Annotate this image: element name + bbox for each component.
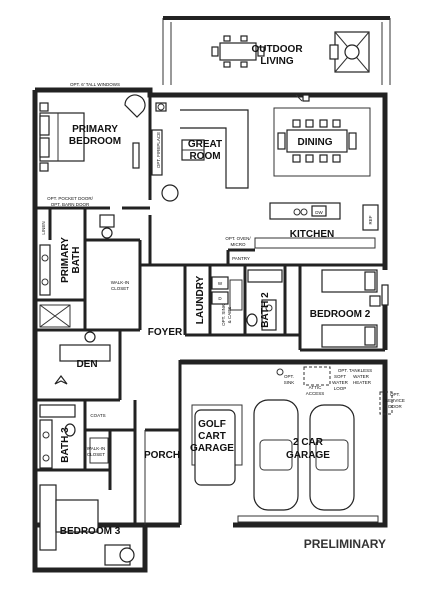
porch-label: PORCH xyxy=(144,450,180,461)
tall-windows-note: OPT. 6' TALL WINDOWS xyxy=(70,82,120,87)
bedroom-3-label: BEDROOM 3 xyxy=(60,526,121,537)
bedroom-3-bed-icon xyxy=(39,484,135,566)
bathroom-fixtures xyxy=(39,214,283,469)
patio-table-icon xyxy=(219,42,257,61)
attic-access-2: ACCESS xyxy=(306,391,325,396)
coats-note: COATS xyxy=(90,413,105,418)
pantry-note: PANTRY xyxy=(232,256,250,261)
garage-contents xyxy=(191,366,393,523)
opt-sink-note-1: OPT. xyxy=(284,374,294,379)
dryer-note: D xyxy=(218,296,222,301)
washer-note: W xyxy=(218,281,223,286)
laundry-appliances xyxy=(211,276,243,311)
golf-cart-garage-label-3: GARAGE xyxy=(190,443,234,454)
interior-walls xyxy=(35,95,385,525)
golf-cart-garage-label-1: GOLF xyxy=(198,419,226,430)
tankless-note-6: HEATER xyxy=(353,380,372,385)
walk-in-closet-primary-2: CLOSET xyxy=(111,286,129,291)
primary-bed-icon xyxy=(39,94,146,172)
laundry-sink-note-2: & CABS xyxy=(227,307,232,324)
car-icon xyxy=(253,399,299,511)
pocket-door-note-1: OPT. POCKET DOOR/ xyxy=(47,196,93,201)
outdoor-living-label-2: LIVING xyxy=(260,56,294,67)
kitchen-label: KITCHEN xyxy=(290,229,334,240)
kitchen-island-icon xyxy=(254,94,379,249)
den-label: DEN xyxy=(76,359,97,370)
ref-note: REF xyxy=(368,215,373,224)
dining-label: DINING xyxy=(298,137,333,148)
primary-bath-label-2: BATH xyxy=(71,246,82,273)
oven-micro-note-1: OPT. OVEN/ xyxy=(225,236,251,241)
foyer-label: FOYER xyxy=(148,327,183,338)
tankless-note-3: WATER xyxy=(332,380,348,385)
linen-note: LINEN xyxy=(41,221,46,234)
outdoor-living-label-1: OUTDOOR xyxy=(251,44,303,55)
primary-bedroom-label-1: PRIMARY xyxy=(72,124,118,135)
tankless-note-5: LOOP xyxy=(334,386,347,391)
two-car-garage-label-1: 2 CAR xyxy=(293,437,324,448)
attic-access-1: ATTIC xyxy=(309,385,322,390)
tankless-note-1: OPT. TANKLESS xyxy=(338,368,372,373)
great-room-label-1: GREAT xyxy=(188,139,222,150)
pocket-door-note-2: OPT. BARN DOOR xyxy=(51,202,90,207)
great-room-label-2: ROOM xyxy=(189,151,220,162)
dining-table-icon xyxy=(273,107,371,177)
den-desk-icon xyxy=(54,331,111,385)
opt-sink-note-2: SINK xyxy=(284,380,295,385)
laundry-label: LAUNDRY xyxy=(195,275,206,324)
primary-bedroom-label-2: BEDROOM xyxy=(69,136,121,147)
bedroom-2-beds-icon xyxy=(321,269,381,348)
fireplace-note: OPT. FIREPLACE xyxy=(156,132,161,168)
walk-in-closet-primary-1: WALK-IN xyxy=(111,280,130,285)
bedroom-2-label: BEDROOM 2 xyxy=(310,309,371,320)
bath-3-label: BATH 3 xyxy=(60,427,71,463)
laundry-sink-note-1: OPT. SINK xyxy=(221,304,226,326)
walk-in-closet-bath3-2: CLOSET xyxy=(87,452,105,457)
tankless-note-2: SOFT xyxy=(334,374,346,379)
walk-in-closet-bath3-1: WALK-IN xyxy=(87,446,106,451)
two-car-garage-label-2: GARAGE xyxy=(286,450,330,461)
service-door-note-1: OPT. xyxy=(390,392,400,397)
sofa-icon xyxy=(151,102,249,202)
service-door-note-3: DOOR xyxy=(388,404,402,409)
golf-cart-garage-label-2: CART xyxy=(198,431,226,442)
car-icon xyxy=(309,404,355,511)
bath-2-label: BATH 2 xyxy=(260,292,271,328)
outdoor-living-patio xyxy=(162,16,391,85)
dw-note: DW xyxy=(315,210,323,215)
preliminary-label: PRELIMINARY xyxy=(304,537,386,551)
primary-bath-label-1: PRIMARY xyxy=(60,237,71,283)
tankless-note-4: WATER xyxy=(353,374,369,379)
oven-micro-note-2: MICRO xyxy=(231,242,246,247)
golf-cart-icon xyxy=(194,409,236,486)
service-door-note-2: SERVICE xyxy=(385,398,405,403)
